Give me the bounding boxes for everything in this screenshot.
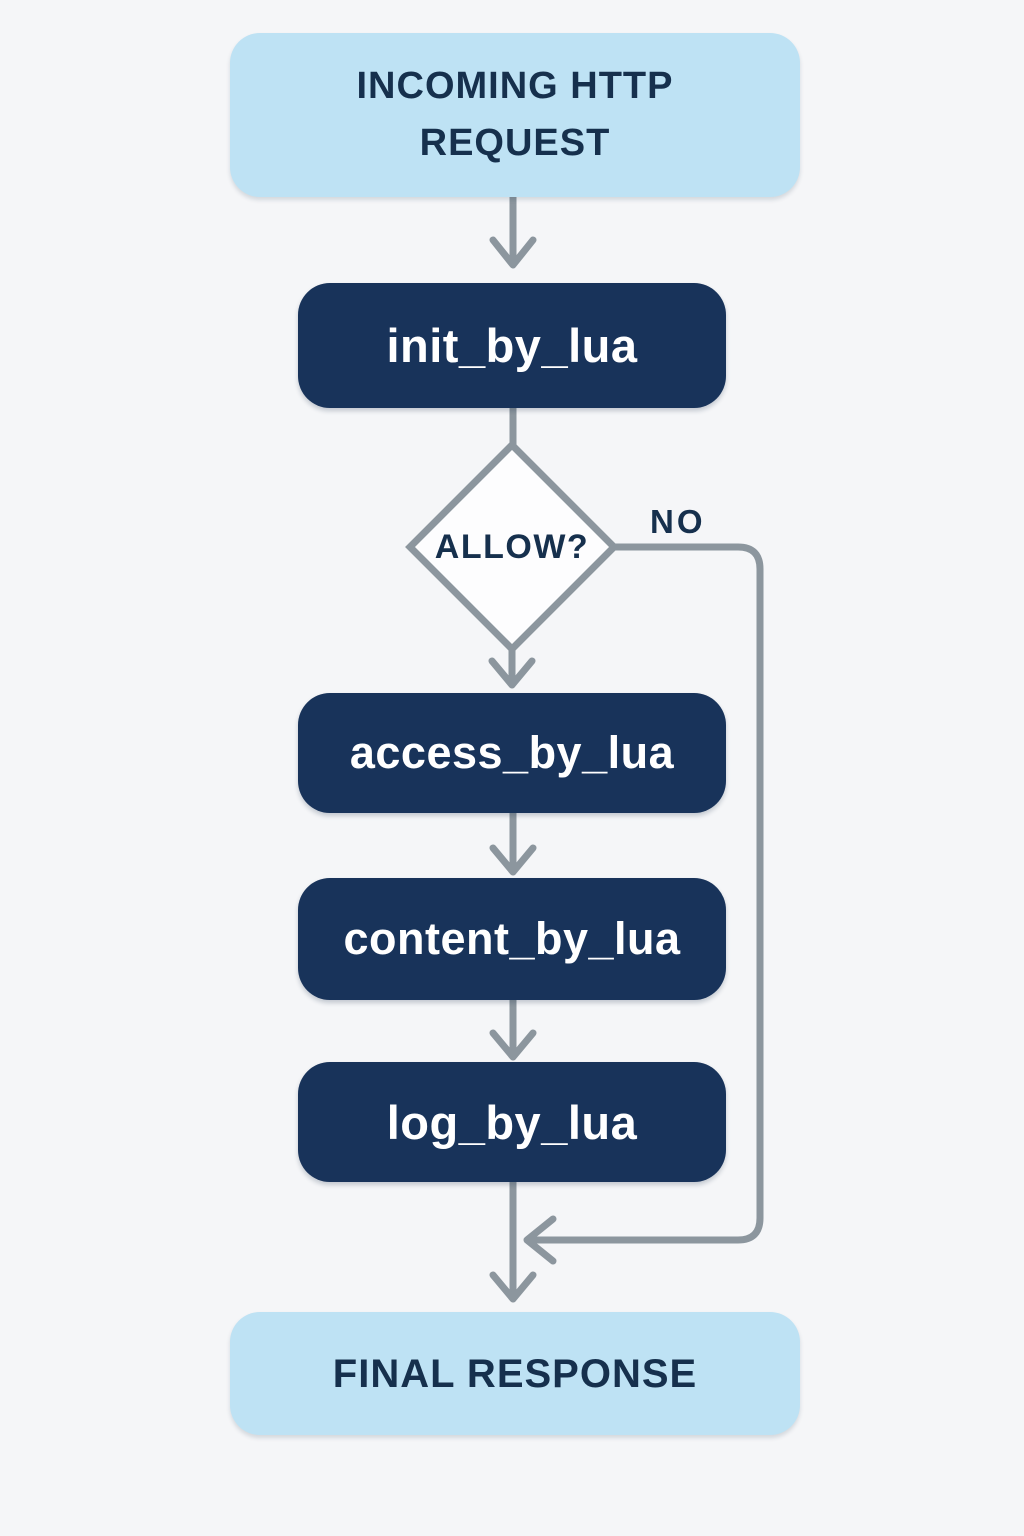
node-incoming-http-request: INCOMING HTTP REQUEST bbox=[230, 33, 800, 197]
arrowhead-down-icon bbox=[488, 657, 536, 689]
node-final-response: FINAL RESPONSE bbox=[230, 1312, 800, 1435]
node-log-by-lua: log_by_lua bbox=[298, 1062, 726, 1182]
arrowhead-down-icon bbox=[489, 236, 537, 269]
node-label: init_by_lua bbox=[386, 319, 638, 372]
node-access-by-lua: access_by_lua bbox=[298, 693, 726, 813]
node-label: ALLOW? bbox=[434, 527, 590, 566]
node-label: access_by_lua bbox=[349, 727, 675, 778]
arrowhead-down-icon bbox=[489, 844, 537, 876]
node-label: log_by_lua bbox=[386, 1095, 638, 1149]
node-init-by-lua: init_by_lua bbox=[298, 283, 726, 408]
arrowhead-left-icon bbox=[523, 1215, 557, 1265]
edge-label-no: NO bbox=[650, 503, 706, 541]
node-label: FINAL RESPONSE bbox=[332, 1351, 698, 1396]
arrowhead-down-icon bbox=[489, 1029, 537, 1061]
node-content-by-lua: content_by_lua bbox=[298, 878, 726, 1000]
arrowhead-down-icon bbox=[489, 1271, 537, 1303]
node-allow-decision: ALLOW? bbox=[410, 445, 614, 649]
node-label: content_by_lua bbox=[343, 913, 681, 964]
edge-label-text: NO bbox=[650, 503, 706, 540]
edge-allow-final-no bbox=[526, 543, 764, 1244]
node-label: INCOMING HTTP REQUEST bbox=[356, 65, 674, 164]
